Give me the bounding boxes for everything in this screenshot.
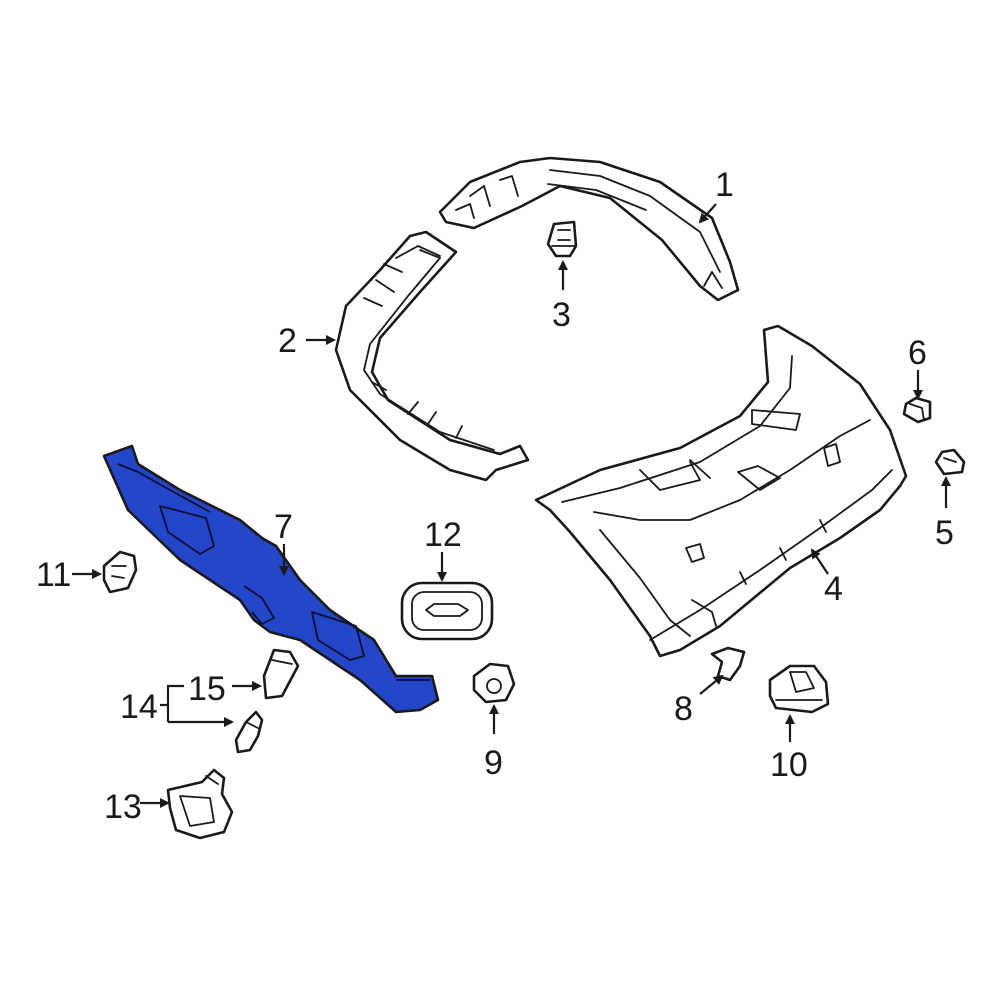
- callout-7: 7: [274, 508, 293, 546]
- part-4-liftgate-panel: [534, 324, 908, 658]
- callout-15: 15: [188, 670, 226, 708]
- callout-9: 9: [484, 744, 503, 782]
- callout-1: 1: [715, 166, 734, 204]
- callout-13: 13: [104, 788, 142, 826]
- part-12-emblem: [400, 581, 494, 641]
- part-7-lower-trim-highlighted: [102, 444, 440, 714]
- arrow-8: [699, 674, 724, 695]
- callout-3: 3: [552, 296, 571, 334]
- arrow-4: [810, 548, 829, 575]
- part-5-cap: [934, 448, 966, 476]
- callout-5: 5: [935, 514, 954, 552]
- part-14-bulb: [234, 710, 264, 754]
- callout-10: 10: [770, 746, 808, 784]
- part-8-clip: [710, 646, 746, 682]
- part-13-lamp-assembly: [166, 768, 234, 840]
- callout-2: 2: [278, 322, 297, 360]
- callout-11: 11: [36, 556, 71, 594]
- part-10-lamp-housing: [768, 664, 830, 714]
- callout-labels: 1 2 3 4 5 6 7 8 9 10 11 12 13 14 15: [36, 166, 954, 826]
- arrow-1: [698, 203, 717, 224]
- callout-4: 4: [824, 570, 843, 608]
- callout-14: 14: [120, 688, 158, 726]
- part-2-side-frame: [334, 230, 530, 482]
- callout-12: 12: [424, 516, 462, 554]
- part-6-cap: [902, 396, 932, 424]
- callout-8: 8: [674, 690, 693, 728]
- leader-lines: [72, 203, 951, 808]
- part-15-socket: [262, 648, 300, 700]
- part-3-clip: [546, 220, 578, 258]
- callout-6: 6: [908, 334, 927, 372]
- bracket-14: [160, 684, 184, 707]
- part-1-upper-trim: [438, 156, 740, 302]
- part-11-clip: [102, 550, 138, 594]
- part-9-bracket: [472, 662, 516, 704]
